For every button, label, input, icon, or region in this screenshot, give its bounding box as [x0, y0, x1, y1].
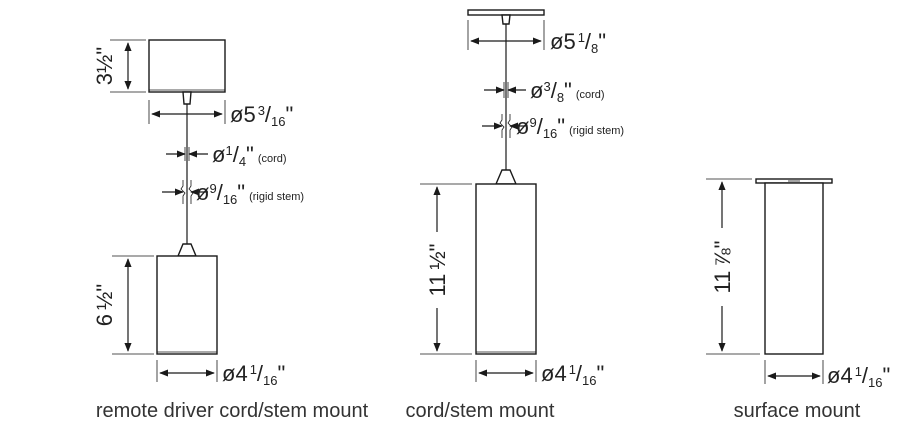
- cordstem-body-height-dim: 11½": [420, 183, 472, 355]
- cordstem-canopy-fitting: [501, 14, 511, 25]
- remote-body-height-label: 6½": [92, 284, 117, 326]
- cordstem-body-fitting: [494, 169, 518, 185]
- caption-surface: surface mount: [734, 400, 861, 422]
- remote-canopy: [148, 39, 226, 93]
- fixture-cordstem: [467, 9, 545, 355]
- fixture-surface: [755, 178, 833, 355]
- cordstem-cord-diameter-dim: ø3/8"(cord): [484, 78, 605, 105]
- remote-canopy-height-dim: 3½": [92, 39, 146, 93]
- remote-stem-diameter-label: ø9/16"(rigid stem): [196, 180, 304, 207]
- remote-body-fitting: [176, 243, 198, 257]
- remote-body-height-dim: 6½": [92, 255, 154, 355]
- remote-cord-diameter-label: ø1/4"(cord): [212, 142, 287, 169]
- caption-remote: remote driver cord/stem mount: [96, 400, 369, 422]
- surface-body-height-dim: 11⅞": [706, 178, 760, 355]
- remote-canopy-height-label: 3½": [92, 47, 117, 85]
- remote-canopy-fitting: [182, 91, 192, 105]
- cordstem-stem-diameter-dim: ø9/16"(rigid stem): [482, 114, 624, 141]
- remote-body: [156, 255, 218, 355]
- remote-cord-diameter-dim: ø1/4"(cord): [166, 142, 287, 169]
- surface-body: [764, 182, 824, 355]
- cordstem-stem-diameter-label: ø9/16"(rigid stem): [516, 114, 624, 141]
- fixture-remote: [148, 39, 226, 355]
- cordstem-body-height-label: 11½": [425, 243, 450, 296]
- cordstem-body: [475, 183, 537, 355]
- cordstem-cord-diameter-label: ø3/8"(cord): [530, 78, 605, 105]
- cordstem-canopy-plate: [467, 9, 545, 16]
- surface-body-height-label: 11⅞": [710, 240, 735, 293]
- remote-stem-diameter-dim: ø9/16"(rigid stem): [162, 180, 304, 207]
- caption-cordstem: cord/stem mount: [406, 400, 555, 422]
